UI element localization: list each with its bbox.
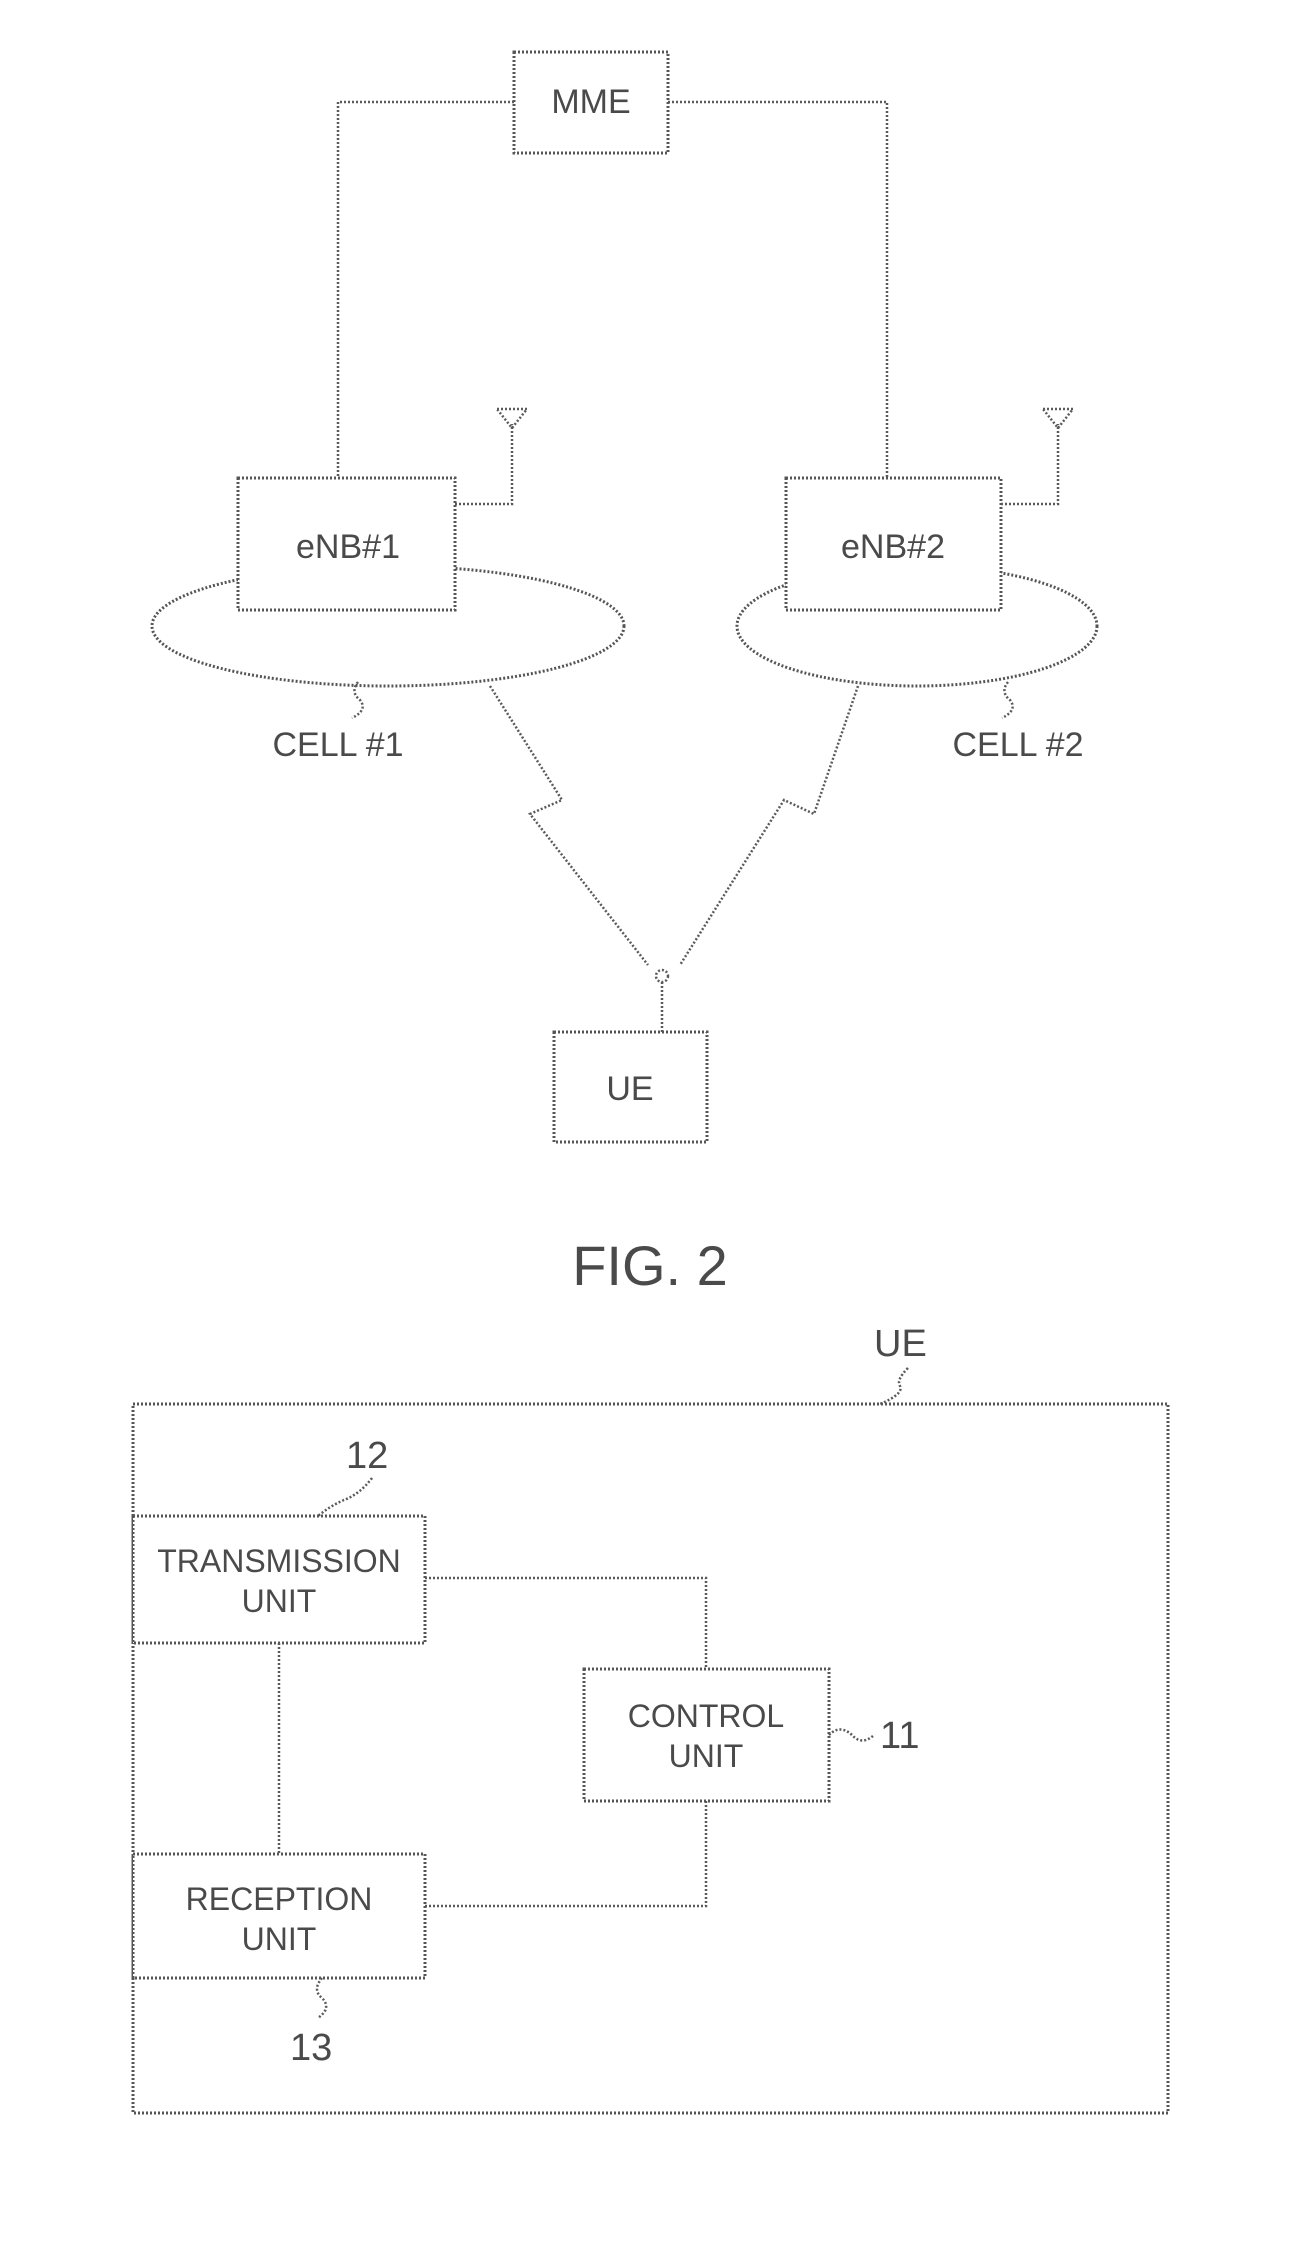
mme-enb2-link: [668, 102, 887, 478]
ue-frame-ref: UE: [874, 1323, 927, 1365]
enb1-antenna-feed: [455, 424, 512, 504]
ue-block-diagram: UE TRANSMISSION UNIT 12 CONTROL UNIT 11 …: [133, 1323, 1168, 2113]
radio-link-cell1: [490, 686, 648, 965]
transmission-unit-line1: TRANSMISSION: [157, 1543, 401, 1579]
enb2-label: eNB#2: [841, 528, 945, 566]
ue-frame-leader: [880, 1368, 908, 1404]
radio-link-cell2: [680, 686, 858, 965]
reception-unit-ref: 13: [290, 2027, 332, 2069]
enb2-antenna-feed: [1001, 424, 1058, 504]
ue-antenna-icon: [656, 970, 668, 982]
mme-label: MME: [551, 83, 630, 121]
reception-unit-line1: RECEPTION: [186, 1881, 373, 1917]
enb2-antenna-icon: [1043, 409, 1073, 428]
transmission-unit-box: [133, 1516, 425, 1643]
cell1-leader: [352, 682, 363, 718]
control-unit-line1: CONTROL: [628, 1698, 784, 1734]
ue-label: UE: [606, 1070, 653, 1108]
control-unit-line2: UNIT: [669, 1738, 744, 1774]
cell2-label: CELL #2: [952, 726, 1083, 764]
transmission-unit-ref: 12: [346, 1435, 388, 1477]
mme-enb1-link: [338, 102, 514, 478]
control-unit-box: [584, 1669, 829, 1801]
network-diagram: MME eNB#1 eNB#2 CELL #1 CELL #2 U: [152, 52, 1097, 1142]
enb1-label: eNB#1: [296, 528, 400, 566]
control-unit-ref: 11: [880, 1715, 919, 1757]
reception-unit-line2: UNIT: [242, 1921, 317, 1957]
cell2-leader: [1002, 682, 1013, 718]
enb1-antenna-icon: [497, 409, 527, 428]
figure-caption: FIG. 2: [572, 1234, 728, 1297]
cell1-label: CELL #1: [272, 726, 403, 764]
transmission-unit-line2: UNIT: [242, 1583, 317, 1619]
